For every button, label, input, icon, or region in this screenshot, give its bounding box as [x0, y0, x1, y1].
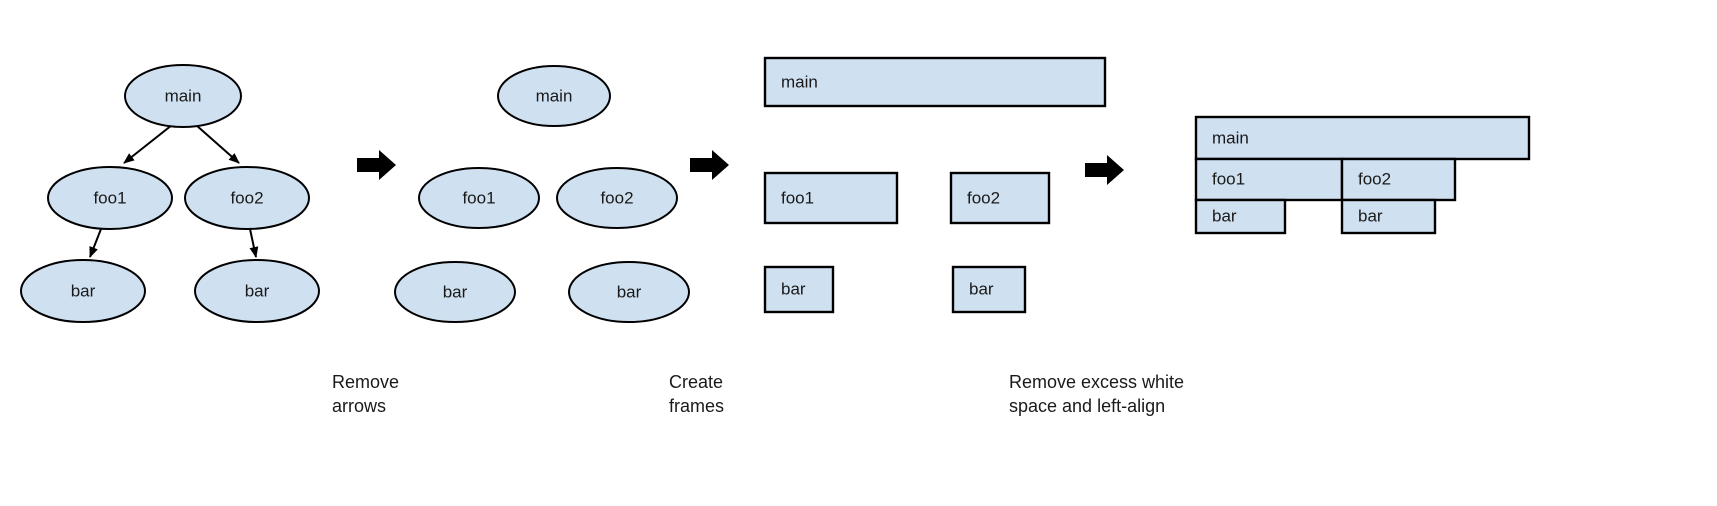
- tree-node-bar-left-label: bar: [71, 281, 96, 300]
- edge-foo2-bar: [249, 228, 259, 258]
- flame-box-foo1-label: foo1: [1212, 169, 1245, 188]
- flame-box-main-label: main: [1212, 128, 1249, 147]
- transition-create-frames: Create frames: [669, 150, 729, 416]
- flame-box-foo2[interactable]: foo2: [1340, 157, 1457, 202]
- tree-node-main[interactable]: main: [124, 64, 242, 128]
- tree-node-foo1[interactable]: foo1: [47, 166, 173, 230]
- tree-node-bar-left[interactable]: bar: [20, 259, 146, 323]
- flame-box-bar-right-label: bar: [1358, 206, 1383, 225]
- frame-box-main-label: main: [781, 72, 818, 91]
- flame-box-bar-left-label: bar: [1212, 206, 1237, 225]
- flame-box-bar-left[interactable]: bar: [1194, 198, 1287, 235]
- plain-node-foo2[interactable]: foo2: [556, 167, 678, 229]
- tree-node-foo2-label: foo2: [230, 188, 263, 207]
- tree-node-main-label: main: [165, 86, 202, 105]
- frame-box-foo1[interactable]: foo1: [763, 171, 899, 225]
- plain-node-bar-left-label: bar: [443, 282, 468, 301]
- ellipse-main-plain: [497, 65, 611, 127]
- plain-node-foo1[interactable]: foo1: [418, 167, 540, 229]
- plain-node-main[interactable]: main: [497, 65, 611, 127]
- right-arrow-icon-3: [1085, 155, 1124, 185]
- frame-box-bar-left[interactable]: bar: [763, 265, 835, 314]
- tree-node-bar-right-label: bar: [245, 281, 270, 300]
- right-arrow-icon: [357, 150, 396, 180]
- ellipse-foo2: [184, 166, 310, 230]
- caption-remove-whitespace-line2: space and left-align: [1009, 396, 1165, 416]
- flame-rect-main: [1194, 115, 1531, 161]
- edge-foo1-bar: [89, 228, 102, 258]
- ellipse-bar-left-plain: [394, 261, 516, 323]
- caption-create-frames-line2: frames: [669, 396, 724, 416]
- frame-box-bar-right[interactable]: bar: [951, 265, 1027, 314]
- ellipse-bar-right: [194, 259, 320, 323]
- ellipse-foo1-plain: [418, 167, 540, 229]
- rect-foo1: [763, 171, 899, 225]
- rect-foo2: [949, 171, 1051, 225]
- tree-node-foo1-label: foo1: [93, 188, 126, 207]
- ellipse-main: [124, 64, 242, 128]
- tree-node-bar-right[interactable]: bar: [194, 259, 320, 323]
- edge-main-foo1: [123, 124, 173, 164]
- stage-no-arrows: main foo1 foo2 bar bar: [394, 65, 690, 323]
- ellipse-bar-right-plain: [568, 261, 690, 323]
- ellipse-foo2-plain: [556, 167, 678, 229]
- frame-box-foo2-label: foo2: [967, 188, 1000, 207]
- caption-remove-arrows-line1: Remove: [332, 372, 399, 392]
- rect-bar-left: [763, 265, 835, 314]
- tree-node-foo2[interactable]: foo2: [184, 166, 310, 230]
- caption-create-frames-line1: Create: [669, 372, 723, 392]
- transition-remove-whitespace: Remove excess white space and left-align: [1009, 155, 1184, 416]
- caption-remove-arrows-line2: arrows: [332, 396, 386, 416]
- frame-box-foo1-label: foo1: [781, 188, 814, 207]
- rect-bar-right: [951, 265, 1027, 314]
- stage-flame-graph: main foo1 foo2 bar bar: [1194, 115, 1531, 235]
- frame-box-bar-left-label: bar: [781, 279, 806, 298]
- flame-rect-bar-right: [1340, 198, 1437, 235]
- plain-node-bar-right[interactable]: bar: [568, 261, 690, 323]
- edge-main-foo2: [195, 124, 240, 164]
- tree-edges: [89, 124, 259, 258]
- flame-box-foo1[interactable]: foo1: [1194, 157, 1344, 202]
- flame-rect-foo1: [1194, 157, 1344, 202]
- frame-box-main[interactable]: main: [763, 56, 1107, 108]
- caption-remove-whitespace-line1: Remove excess white: [1009, 372, 1184, 392]
- plain-node-bar-right-label: bar: [617, 282, 642, 301]
- flame-box-main[interactable]: main: [1194, 115, 1531, 161]
- transition-remove-arrows: Remove arrows: [332, 150, 399, 416]
- flame-box-foo2-label: foo2: [1358, 169, 1391, 188]
- rect-main: [763, 56, 1107, 108]
- flame-rect-bar-left: [1194, 198, 1287, 235]
- flame-box-bar-right[interactable]: bar: [1340, 198, 1437, 235]
- plain-node-main-label: main: [536, 86, 573, 105]
- stage-frames: main foo1 foo2 bar bar: [763, 56, 1107, 314]
- right-arrow-icon-2: [690, 150, 729, 180]
- frame-box-bar-right-label: bar: [969, 279, 994, 298]
- plain-node-foo1-label: foo1: [462, 188, 495, 207]
- stage-call-tree: main foo1 foo2 bar bar: [20, 64, 320, 323]
- ellipse-foo1: [47, 166, 173, 230]
- frame-box-foo2[interactable]: foo2: [949, 171, 1051, 225]
- ellipse-bar-left: [20, 259, 146, 323]
- plain-node-foo2-label: foo2: [600, 188, 633, 207]
- plain-node-bar-left[interactable]: bar: [394, 261, 516, 323]
